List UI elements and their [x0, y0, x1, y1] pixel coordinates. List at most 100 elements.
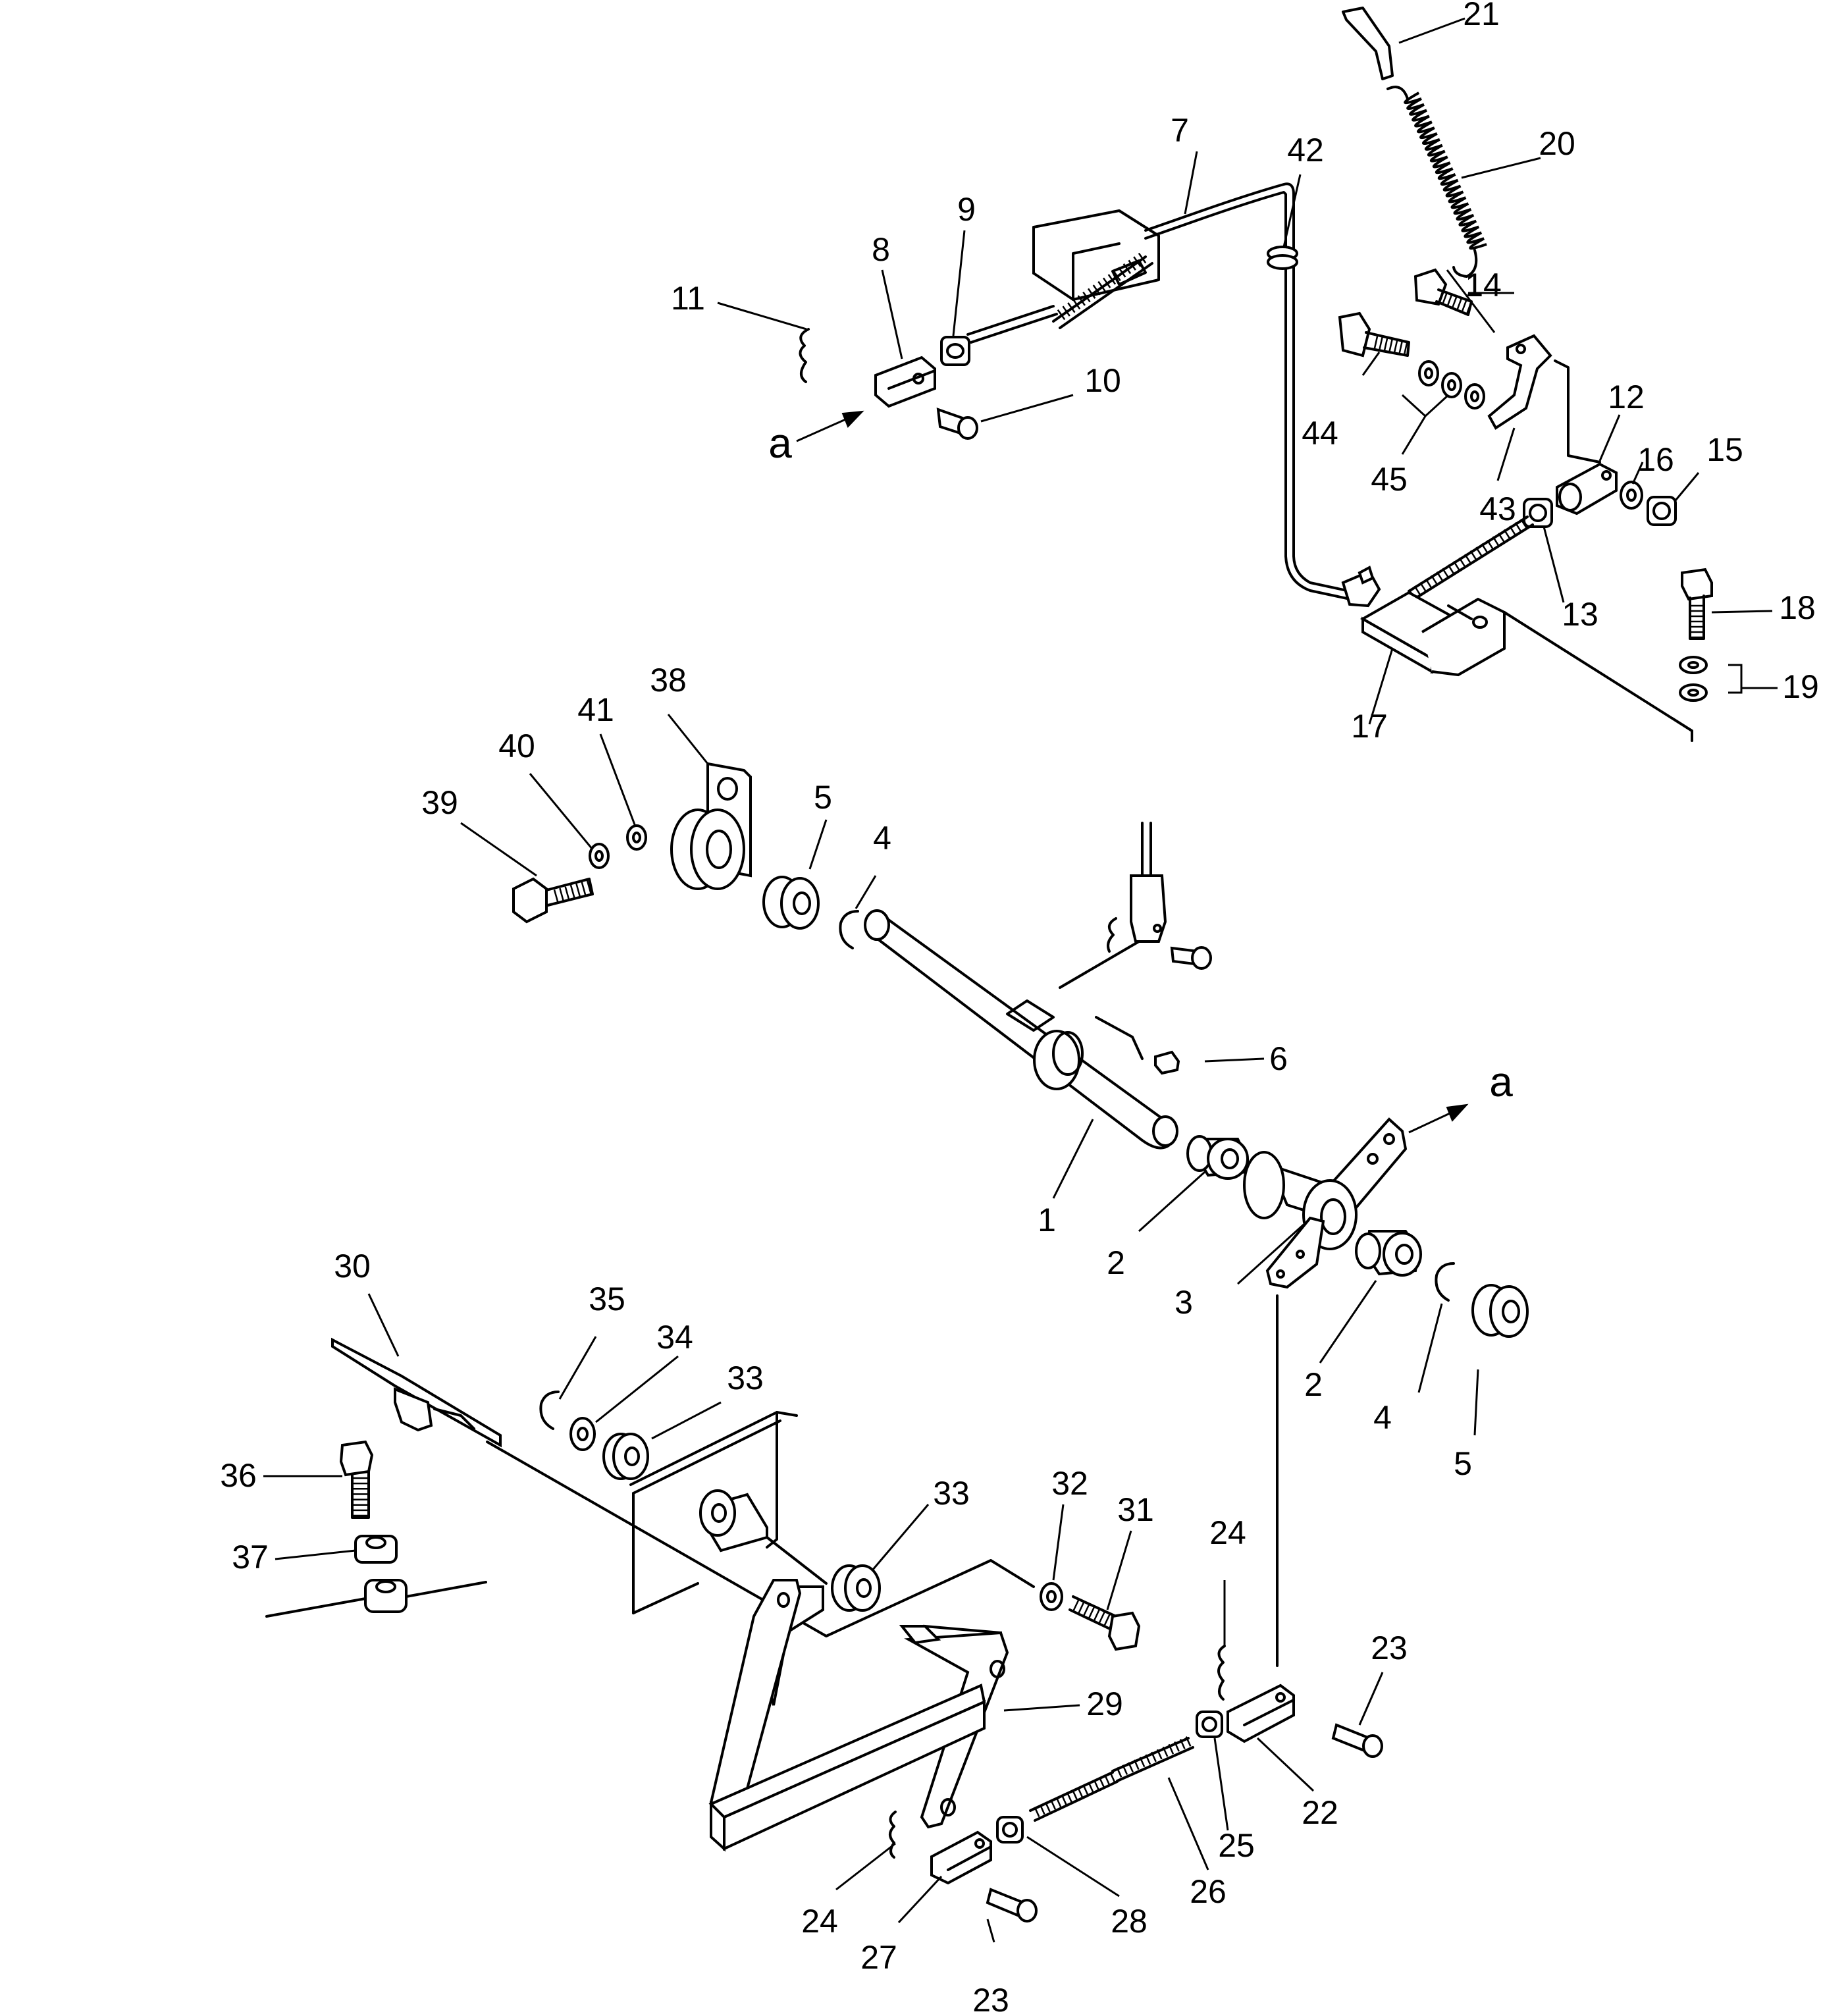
nut-right-part [1523, 498, 1553, 528]
callout-4-upper: 4 [873, 820, 891, 857]
callout-19: 19 [1782, 668, 1819, 705]
callout-10: 10 [1084, 362, 1121, 399]
pedal-arm-part [708, 1579, 1009, 1852]
callout-36: 36 [220, 1457, 257, 1494]
callout-7: 7 [1171, 112, 1189, 149]
callout-14: 14 [1465, 267, 1502, 304]
bolt-14-part [1413, 268, 1473, 316]
bracket-43-part [1487, 334, 1552, 430]
cotter-lower-right-part [1217, 1645, 1226, 1701]
shaft-clevis [1107, 822, 1212, 970]
bearing-upper-part [762, 876, 820, 930]
view-arrow-upper [796, 410, 864, 442]
hook-bracket-part [1342, 7, 1394, 80]
callout-8: 8 [872, 231, 890, 268]
callout-43: 43 [1479, 491, 1516, 527]
callout-33-lower: 33 [933, 1475, 970, 1512]
pedal-pad-part [331, 1337, 502, 1448]
pin-lower-right-part [1331, 1723, 1383, 1758]
callout-24-left: 24 [801, 1903, 838, 1940]
cable-main-part [1144, 182, 1358, 602]
washers-19-part [1679, 656, 1708, 702]
callout-9: 9 [957, 191, 976, 228]
upper-cable-rod [966, 252, 1153, 344]
stopper-block [364, 1579, 408, 1613]
snap-ring-upper-part [839, 910, 859, 949]
callout-26: 26 [1190, 1873, 1227, 1910]
frame-bushing [699, 1489, 768, 1552]
callout-42: 42 [1287, 132, 1324, 169]
lever-hub-part [1243, 1117, 1408, 1289]
pin-upper-part [936, 408, 978, 440]
cable-bracket-upper [1032, 209, 1160, 301]
spring-part [1386, 86, 1487, 278]
callout-44: 44 [1302, 415, 1338, 452]
callout-2-upper: 2 [1107, 1244, 1125, 1281]
cotter-pin-upper-part [799, 328, 810, 383]
washer-40-part [589, 843, 610, 869]
callout-6: 6 [1269, 1040, 1288, 1077]
callout-24-right: 24 [1209, 1514, 1246, 1551]
callout-22: 22 [1302, 1794, 1338, 1831]
nut-25-part [1196, 1711, 1223, 1738]
view-marker-a-lower: a [1489, 1058, 1513, 1105]
callout-11: 11 [671, 280, 705, 317]
callout-3: 3 [1174, 1284, 1193, 1321]
leader-lines [263, 17, 1778, 1943]
callout-21: 21 [1463, 0, 1500, 32]
callout-30: 30 [334, 1248, 371, 1285]
cotter-lower-left-part [889, 1811, 897, 1859]
view-marker-a-upper: a [768, 419, 792, 467]
view-arrow-lower [1408, 1103, 1469, 1134]
rod-part [1029, 1736, 1194, 1822]
bolt-36-part [339, 1440, 374, 1519]
callout-27: 27 [860, 1939, 897, 1976]
callout-5-upper: 5 [814, 779, 832, 816]
callout-15: 15 [1706, 431, 1743, 468]
callout-4-lower: 4 [1373, 1399, 1392, 1436]
snap-ring-lower-part [1435, 1262, 1455, 1302]
clevis-lower-left-part [930, 1830, 992, 1885]
callout-39: 39 [421, 784, 458, 821]
shaft-part [864, 909, 1178, 1150]
callout-35: 35 [589, 1281, 625, 1317]
washer-34-part [569, 1417, 596, 1451]
washer-32-part [1040, 1582, 1063, 1611]
callout-12: 12 [1608, 379, 1645, 415]
washers-45-part [1418, 360, 1485, 410]
callout-18: 18 [1779, 589, 1816, 626]
nut-28-part [996, 1816, 1024, 1844]
callout-13: 13 [1562, 596, 1598, 633]
nut-15-part [1647, 496, 1677, 526]
callout-32: 32 [1051, 1465, 1088, 1502]
bolt-31-part [1069, 1595, 1141, 1651]
washer-16-part [1620, 481, 1643, 510]
callout-23-left: 23 [972, 1982, 1009, 2016]
bolt-39-part [512, 877, 594, 924]
callout-38: 38 [650, 662, 687, 699]
clevis-upper-part [874, 356, 936, 408]
bolt-44-part [1338, 311, 1410, 358]
callout-33-upper: 33 [727, 1360, 764, 1396]
bushing-upper-part [1186, 1135, 1249, 1180]
callout-31: 31 [1117, 1491, 1154, 1528]
bushing-33-lower-part [831, 1564, 881, 1612]
callout-5-lower: 5 [1454, 1445, 1472, 1482]
callout-1: 1 [1038, 1202, 1056, 1238]
pin-shaft-part [1154, 1050, 1180, 1075]
bushing-33-upper-part [602, 1433, 649, 1480]
bearing-bracket-part [670, 762, 752, 890]
callout-25: 25 [1218, 1827, 1255, 1864]
callout-17: 17 [1351, 708, 1388, 745]
callout-37: 37 [232, 1539, 269, 1576]
nut-upper-part [940, 336, 970, 366]
clevis-lower-right-part [1227, 1684, 1295, 1743]
callout-20: 20 [1539, 125, 1575, 162]
snap-ring-35-part [539, 1391, 560, 1430]
bracket-17-part [1359, 591, 1506, 677]
callout-41: 41 [577, 691, 614, 728]
callout-28: 28 [1111, 1903, 1148, 1940]
frame-plate [629, 1411, 798, 1614]
callout-2-lower: 2 [1304, 1366, 1323, 1403]
